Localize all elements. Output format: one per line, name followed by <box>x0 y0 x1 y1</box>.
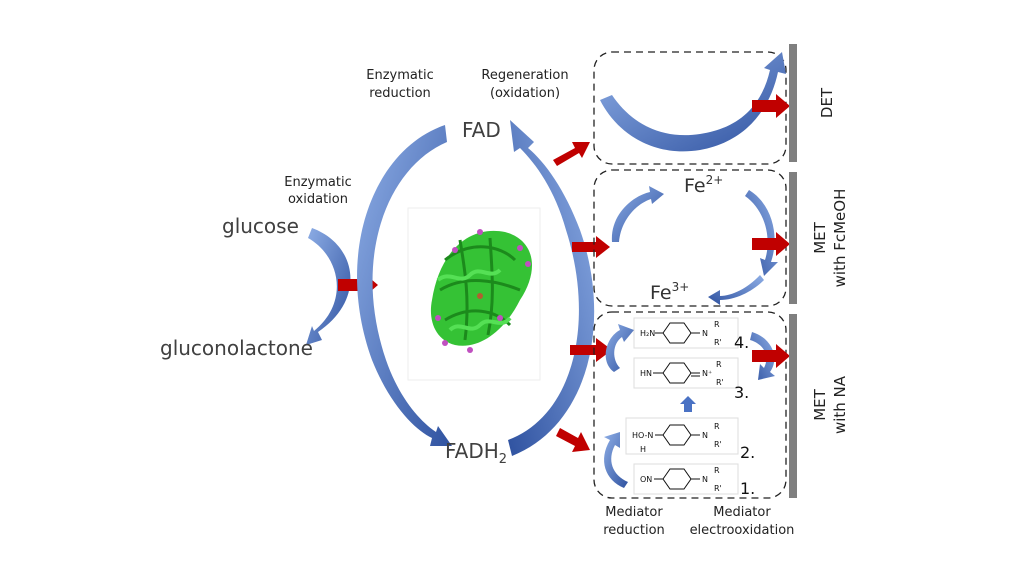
mediator-reduction-label-2: reduction <box>603 523 665 538</box>
svg-text:H: H <box>640 445 646 454</box>
svg-text:N: N <box>702 431 708 440</box>
det-side-label: DET <box>818 87 836 118</box>
svg-text:N: N <box>702 329 708 338</box>
svg-text:ON: ON <box>640 475 652 484</box>
svg-text:HO-N: HO-N <box>632 431 653 440</box>
enzymatic-reduction-arc <box>357 125 452 446</box>
compound-3-number: 3. <box>734 383 749 402</box>
regeneration-label-2: (oxidation) <box>490 86 560 101</box>
glucose-oxidation-arrow <box>306 228 351 345</box>
compound-3: HN N⁺ R R' 3. <box>633 357 749 402</box>
fad-label: FAD <box>462 118 501 142</box>
svg-text:R: R <box>714 320 720 329</box>
red-arrow-to-na-top <box>570 338 612 362</box>
regeneration-arc <box>508 120 595 456</box>
enzymatic-oxidation-label-2: oxidation <box>288 192 348 207</box>
fe3-label: Fe3+ <box>650 280 689 304</box>
enzymatic-reduction-label-1: Enzymatic <box>366 68 433 83</box>
svg-text:R': R' <box>716 378 724 387</box>
mediator-electrooxidation-label-2: electrooxidation <box>690 523 795 538</box>
svg-text:R: R <box>716 360 722 369</box>
compound-1: ON N R R' 1. <box>633 463 755 498</box>
electrode-met-na <box>789 314 797 498</box>
svg-text:R': R' <box>714 484 722 493</box>
compound-1-number: 1. <box>740 479 755 498</box>
protein-structure-image <box>407 207 541 381</box>
svg-text:N⁺: N⁺ <box>702 369 712 378</box>
svg-text:N: N <box>702 475 708 484</box>
compound-4: H₂N N R R' 4. <box>633 317 749 352</box>
mediator-electrooxidation-label-1: Mediator <box>713 505 771 520</box>
met-na-box: H₂N N R R' 4. HN N⁺ R R' 3. HO-N H <box>593 311 790 499</box>
fe2-label: Fe2+ <box>684 173 723 197</box>
regeneration-label-1: Regeneration <box>481 68 568 83</box>
det-box <box>593 51 790 165</box>
met-na-side-label-2: with NA <box>831 375 849 434</box>
svg-text:R': R' <box>714 338 722 347</box>
fadh2-label: FADH2 <box>445 439 507 467</box>
svg-text:R: R <box>714 422 720 431</box>
enzymatic-reduction-label-2: reduction <box>369 86 431 101</box>
red-arrow-to-det <box>553 142 590 166</box>
enzymatic-oxidation-label-1: Enzymatic <box>284 175 351 190</box>
compound-4-number: 4. <box>734 333 749 352</box>
met-na-side-label-1: MET <box>811 388 829 420</box>
svg-text:HN: HN <box>640 369 652 378</box>
gluconolactone-label: gluconolactone <box>160 336 313 360</box>
svg-text:R: R <box>714 466 720 475</box>
met-fcmeoh-box: Fe2+ Fe3+ <box>593 169 790 307</box>
electrode-met-fc <box>789 172 797 304</box>
compound-2-number: 2. <box>740 443 755 462</box>
svg-text:R': R' <box>714 440 722 449</box>
met-fc-side-label-2: with FcMeOH <box>831 189 849 288</box>
electrode-det <box>789 44 797 162</box>
red-arrow-to-fc <box>572 236 610 258</box>
red-arrow-to-na-bottom <box>556 428 590 452</box>
compound-2: HO-N H N R R' 2. <box>625 417 755 462</box>
glucose-label: glucose <box>222 214 299 238</box>
svg-text:H₂N: H₂N <box>640 329 655 338</box>
mediator-reduction-label-1: Mediator <box>605 505 663 520</box>
met-fc-side-label-1: MET <box>811 221 829 253</box>
